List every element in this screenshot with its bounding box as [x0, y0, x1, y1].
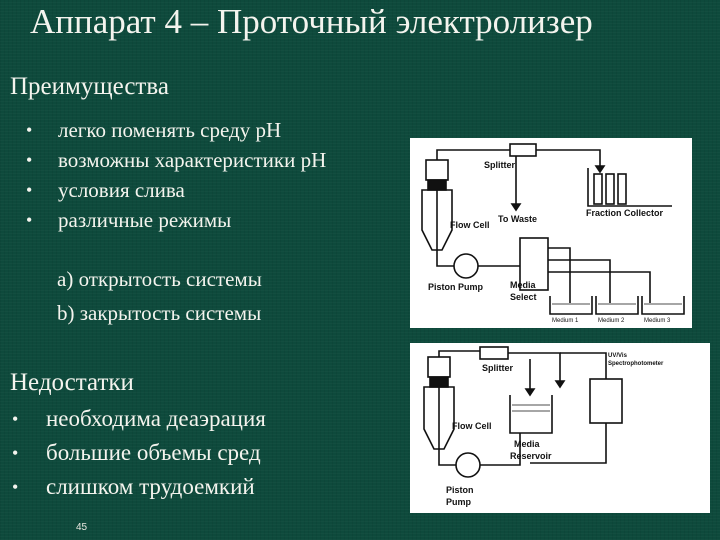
electrode-body	[429, 376, 449, 388]
media-select-label-2: Select	[510, 292, 537, 302]
piston-pump-shape	[455, 452, 481, 478]
piston-pump-shape	[453, 253, 479, 279]
media-reservoir-shape	[509, 395, 553, 434]
uv-vis-label-1: UV/Vis	[608, 353, 627, 359]
bullet: •	[26, 150, 33, 170]
disadvantage-text: слишком трудоемкий	[46, 474, 255, 499]
advantage-text: легко поменять среду pH	[58, 118, 282, 142]
bullet: •	[26, 180, 33, 200]
flow-cell-body	[423, 386, 455, 450]
bullet: •	[12, 477, 19, 497]
electrode-cap	[425, 159, 449, 181]
list-item: • слишком трудоемкий	[12, 470, 402, 504]
fraction-collector-label: Fraction Collector	[586, 208, 664, 218]
list-item: • условия слива	[26, 175, 406, 205]
splitter-label: Splitter	[482, 363, 514, 373]
media-reservoir-label-2: Reservoir	[510, 451, 552, 461]
bullet: •	[26, 120, 33, 140]
uv-vis-box	[589, 378, 623, 424]
medium-3-label: Medium 3	[644, 318, 671, 324]
advantages-list: • легко поменять среду pH • возможны харак…	[26, 115, 406, 235]
disadvantages-list: • необходима деаэрация • большие объемы ср…	[12, 402, 402, 504]
splitter-box	[509, 143, 537, 157]
closed-system-schematic	[423, 346, 623, 478]
advantages-heading: Преимущества	[10, 73, 169, 100]
page-number: 45	[76, 522, 88, 533]
sub-item-closed-system: b) закрытость системы	[57, 301, 262, 325]
flow-cell-label: Flow Cell	[452, 421, 492, 431]
list-item: • необходима деаэрация	[12, 402, 402, 436]
open-system-diagram: Splitter Flow Cell To Waste Fraction Col…	[410, 138, 692, 328]
medium-2-label: Medium 2	[598, 318, 625, 324]
media-select-box	[519, 237, 549, 291]
open-system-schematic	[421, 143, 685, 315]
advantage-text: различные режимы	[58, 208, 232, 232]
piston-label-2: Pump	[446, 497, 472, 507]
bullet: •	[12, 443, 19, 463]
piston-label-1: Piston	[446, 485, 474, 495]
disadvantage-text: необходима деаэрация	[46, 406, 266, 431]
sub-item-open-system: a) открытость системы	[57, 267, 262, 291]
list-item: • большие объемы сред	[12, 436, 402, 470]
advantage-text: условия слива	[58, 178, 185, 202]
uv-vis-label-2: Spectrophotometer	[608, 361, 664, 367]
splitter-label: Splitter	[484, 160, 516, 170]
disadvantages-heading: Недостатки	[10, 369, 134, 396]
media-select-label-1: Media	[510, 280, 536, 290]
advantage-text: возможны характеристики pH	[58, 148, 327, 172]
bullet: •	[12, 409, 19, 429]
medium-1-label: Medium 1	[552, 318, 579, 324]
flow-cell-body	[421, 189, 453, 251]
list-item: • легко поменять среду pH	[26, 115, 406, 145]
closed-system-diagram: Splitter UV/Vis Spectrophotometer Flow C…	[410, 343, 710, 513]
list-item: • различные режимы	[26, 205, 406, 235]
electrode-body	[427, 179, 447, 191]
splitter-box	[479, 346, 509, 360]
electrode-cap	[427, 356, 451, 378]
disadvantage-text: большие объемы сред	[46, 440, 261, 465]
to-waste-label: To Waste	[498, 214, 538, 224]
slide-title: Аппарат 4 – Проточный электролизер	[30, 2, 593, 41]
media-reservoir-label-1: Media	[514, 439, 540, 449]
bullet: •	[26, 210, 33, 230]
flow-cell-label: Flow Cell	[450, 220, 490, 230]
list-item: • возможны характеристики pH	[26, 145, 406, 175]
piston-pump-label: Piston Pump	[428, 282, 484, 292]
